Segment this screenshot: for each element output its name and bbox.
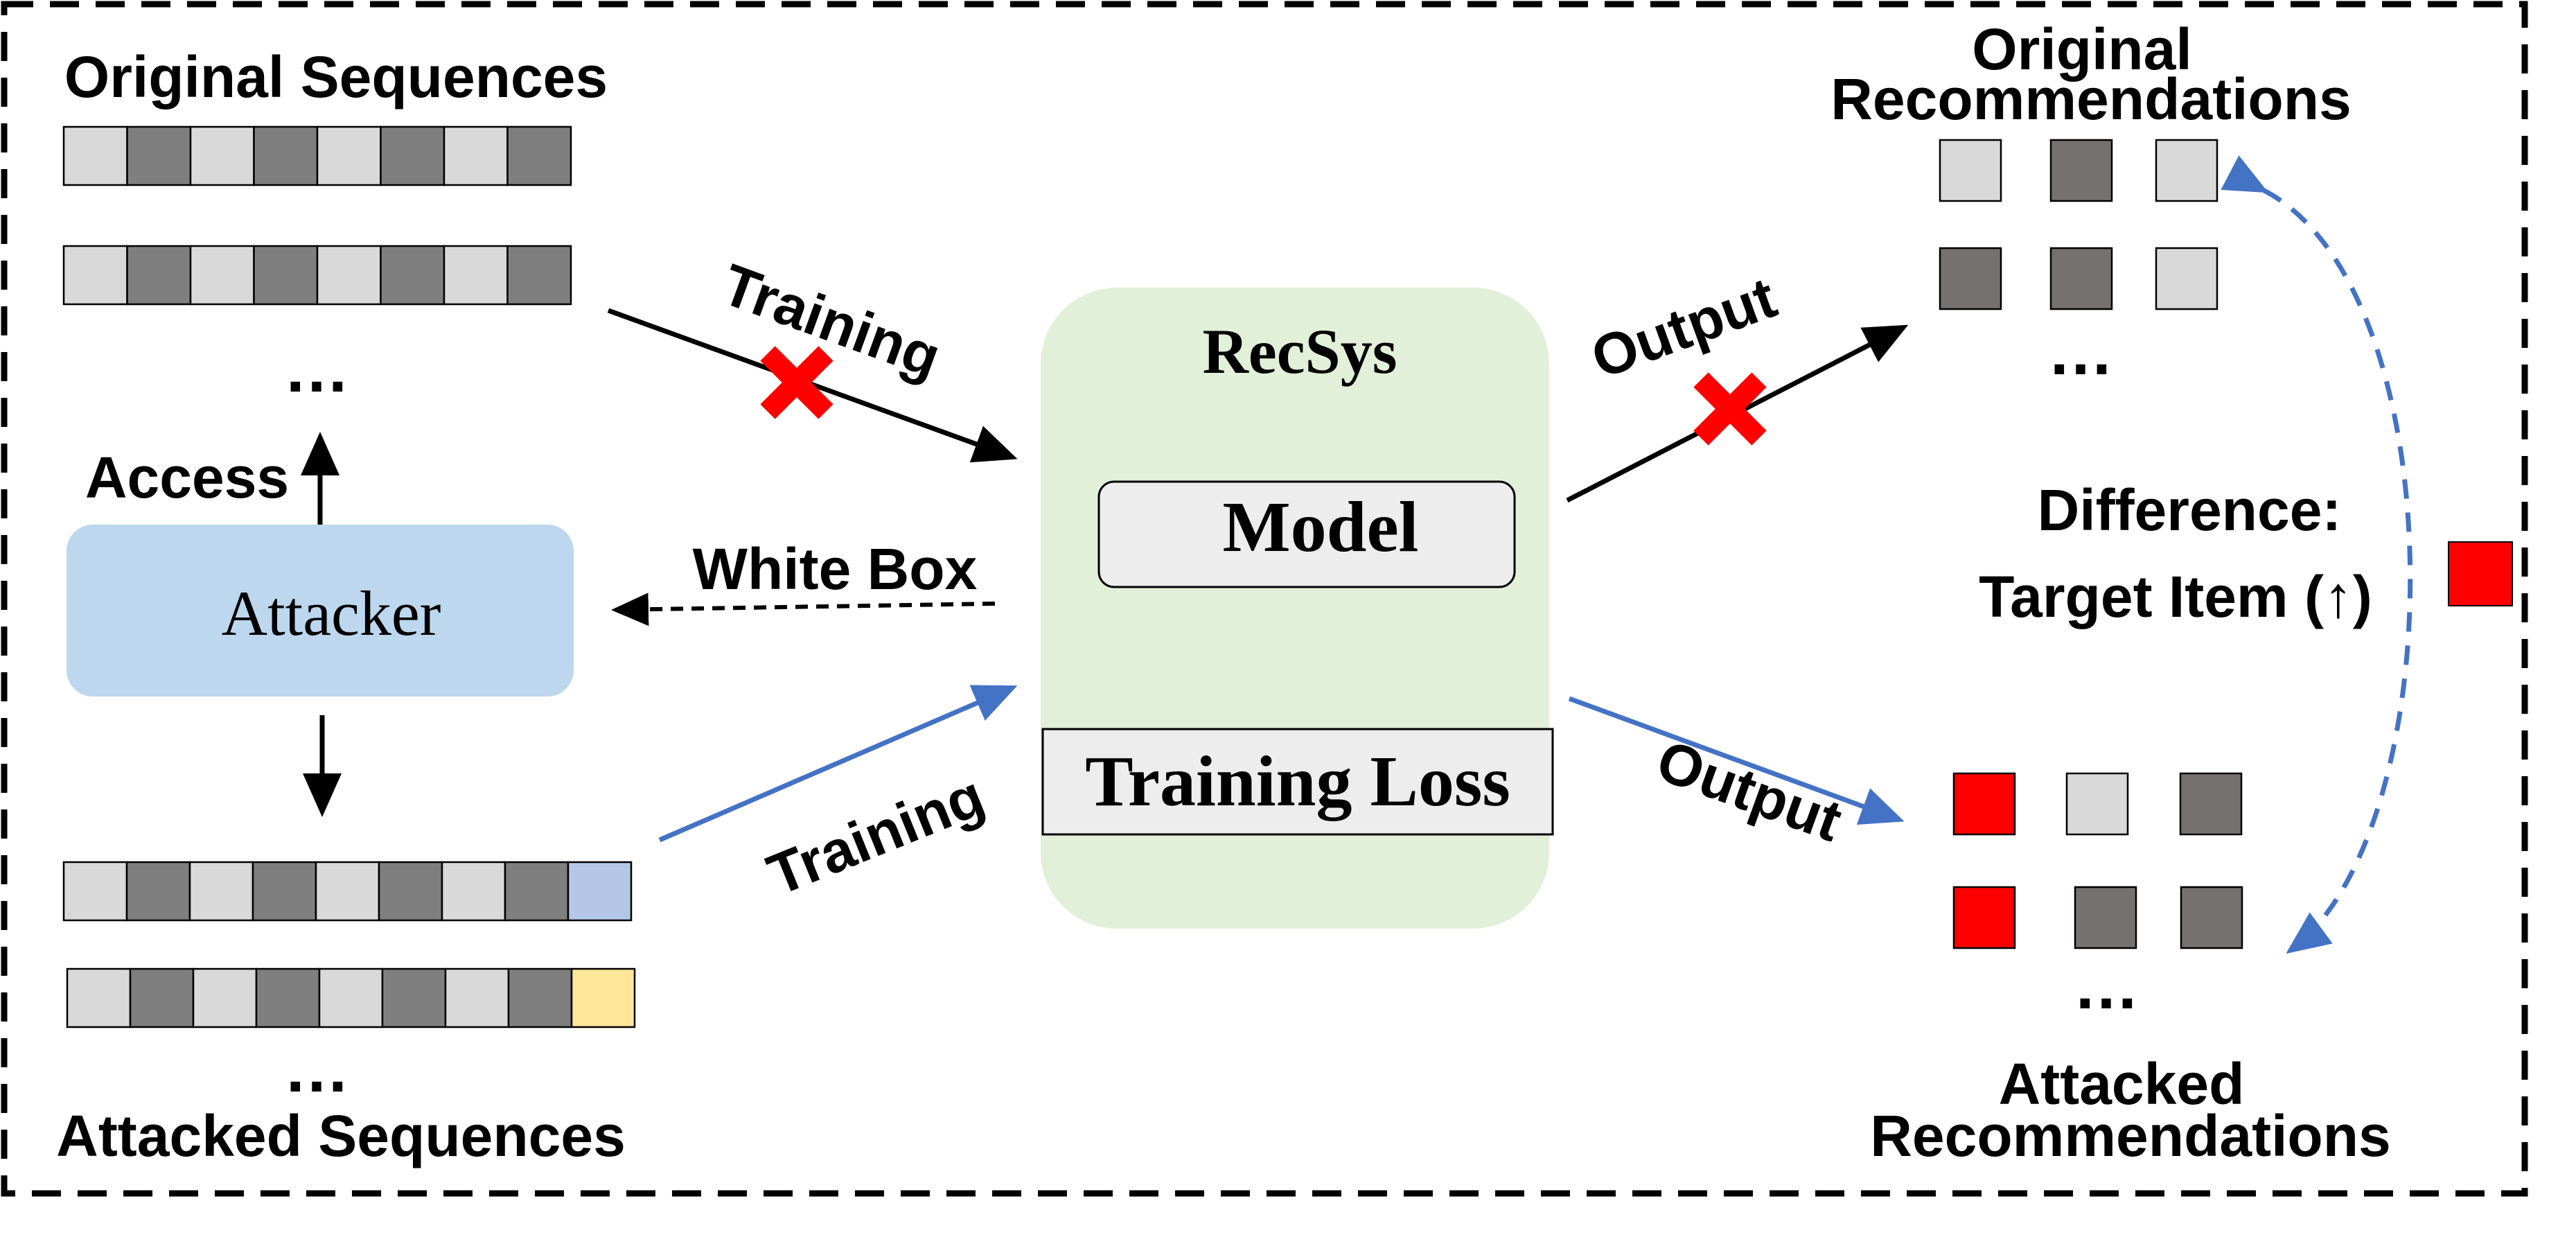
- original-sequences-label: Original Sequences: [64, 44, 608, 109]
- original-sequence-cell: [316, 245, 382, 306]
- original-sequence-cell: [380, 245, 445, 306]
- red-x-icon: [1693, 372, 1767, 446]
- original-recommendation-item: [2155, 247, 2218, 310]
- attacked-sequence-cell: [441, 861, 506, 922]
- model-box: [1097, 480, 1516, 588]
- attacker-label: Attacker: [222, 578, 441, 649]
- model-label: Model: [1222, 487, 1418, 567]
- sequence-ellipsis-bottom: …: [283, 1032, 350, 1106]
- original-sequence-cell: [62, 245, 128, 306]
- original-sequence-cell: [253, 245, 319, 306]
- attacked-sequences-label: Attacked Sequences: [56, 1103, 626, 1168]
- target-item-square: [2448, 541, 2513, 606]
- recsys-label: RecSys: [1202, 316, 1397, 387]
- recommendation-ellipsis-top: …: [2047, 315, 2114, 389]
- training-loss-box: [1041, 728, 1554, 836]
- attacked-recommendations: [1952, 772, 2243, 949]
- attacked-recommendation-item: [2179, 772, 2243, 836]
- original-recommendation-item: [2049, 247, 2113, 310]
- attacked-sequence-cell: [192, 967, 258, 1028]
- output-label-bottom: Output: [1649, 728, 1851, 854]
- attacker-box: [67, 525, 574, 696]
- original-recommendations: [1939, 139, 2218, 310]
- original-sequence-cell: [443, 245, 509, 306]
- attacked-sequence-cell: [188, 861, 254, 922]
- training-loss-label: Training Loss: [1085, 742, 1510, 821]
- red-x-icon: [760, 346, 833, 419]
- attacked-sequence-cell: [255, 967, 321, 1028]
- output-label-top: Output: [1583, 265, 1785, 391]
- attacked-sequences: [62, 861, 636, 1028]
- attacked-recommendation-item: [1952, 886, 2016, 949]
- attacked-recommendation-item: [1952, 772, 2016, 836]
- difference-dashed-arrow: [2221, 155, 2413, 954]
- attacked-sequence-cell: [381, 967, 447, 1028]
- original-sequence-cell: [380, 125, 445, 186]
- attacked-sequence-cell: [444, 967, 510, 1028]
- original-sequence-cell: [506, 245, 572, 306]
- attacked-sequence-cell: [378, 861, 443, 922]
- sequence-ellipsis-top: …: [283, 332, 350, 406]
- original-recommendation-item: [1939, 247, 2002, 310]
- original-sequence-cell: [189, 245, 255, 306]
- attacked-sequence-cell: [62, 861, 128, 922]
- original-sequence-cell: [62, 125, 128, 186]
- attacked-sequence-cell: [567, 861, 633, 922]
- original-sequence-cell: [316, 125, 382, 186]
- original-sequence-cell: [189, 125, 255, 186]
- attacked-recommendations-label-line2: Recommendations: [1870, 1103, 2391, 1168]
- original-sequence-cell: [506, 125, 572, 186]
- original-sequence-cell: [253, 125, 319, 186]
- attacked-sequence-cell: [252, 861, 317, 922]
- attacked-sequence-cell: [315, 861, 380, 922]
- attacked-sequence-cell: [66, 967, 132, 1028]
- original-sequence-cell: [443, 125, 509, 186]
- attacked-recommendation-item: [2180, 886, 2243, 949]
- target-item-label: Target Item (↑): [1979, 564, 2372, 629]
- original-recommendations-label-line2: Recommendations: [1830, 67, 2352, 132]
- attacked-sequence-cell: [129, 967, 195, 1028]
- attacked-sequence-cell: [504, 861, 570, 922]
- access-label: Access: [85, 445, 289, 510]
- original-recommendation-item: [2049, 139, 2113, 202]
- original-recommendation-item: [2155, 139, 2218, 202]
- attacked-sequence-cell: [318, 967, 384, 1028]
- attacked-recommendation-item: [2074, 886, 2137, 949]
- output-arrow-attacked: [1568, 696, 1905, 825]
- original-recommendations-label-line1: Original: [1972, 17, 2191, 82]
- attacked-recommendation-item: [2065, 772, 2129, 836]
- difference-label: Difference:: [2038, 477, 2342, 543]
- training-arrow-attacked: [658, 685, 1018, 843]
- attacked-sequence-cell: [125, 861, 191, 922]
- recommendation-ellipsis-bottom: …: [2073, 949, 2140, 1023]
- outer-dashed-frame: [1, 1, 2528, 1197]
- attacked-recommendations-label-line1: Attacked: [1999, 1051, 2245, 1116]
- white-box-arrow: [611, 593, 996, 626]
- attacked-sequence-cell: [570, 967, 636, 1028]
- original-recommendation-item: [1939, 139, 2002, 202]
- white-box-label: White Box: [693, 536, 978, 602]
- original-sequence-cell: [126, 245, 192, 306]
- attacked-sequence-cell: [507, 967, 573, 1028]
- training-label-top: Training: [714, 252, 949, 390]
- original-sequences: [62, 125, 572, 306]
- original-sequence-cell: [126, 125, 192, 186]
